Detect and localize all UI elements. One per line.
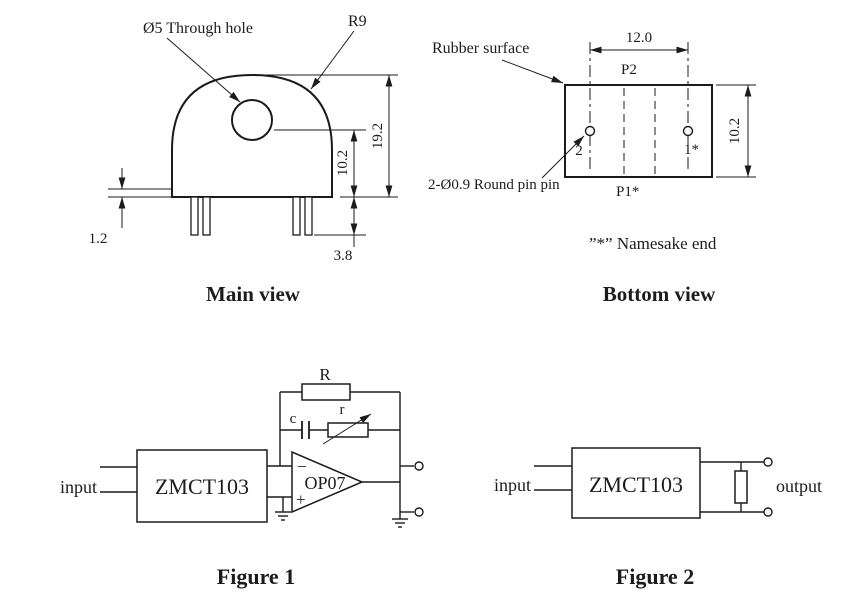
side-pins xyxy=(190,196,313,236)
dim-height-label: 10.2 xyxy=(727,118,743,144)
bottom-view-dimension-lines xyxy=(590,46,756,178)
figure-2: input ZMCT103 output Figure 2 xyxy=(494,447,822,589)
figure1-wires xyxy=(100,391,414,519)
feedback-resistor xyxy=(301,383,351,401)
center-lines xyxy=(589,42,689,174)
bottom-view-leader-lines xyxy=(501,59,585,179)
transformer-body-outline xyxy=(171,73,333,198)
figure1-caption: Figure 1 xyxy=(217,564,295,589)
dim-total-height-label: 19.2 xyxy=(370,123,386,149)
opamp-minus-sign: − xyxy=(297,457,307,476)
bottom-view: Rubber surface 12.0 P2 2 1* 2-Ø0.9 Round… xyxy=(428,30,756,306)
output-terminal-top xyxy=(414,461,424,471)
radius-label: R9 xyxy=(348,13,367,30)
through-hole-label: Ø5 Through hole xyxy=(143,20,253,37)
p2-label: P2 xyxy=(621,62,637,78)
through-hole xyxy=(231,99,273,141)
load-resistor xyxy=(734,470,748,504)
figure2-caption: Figure 2 xyxy=(616,564,694,589)
figure2-block-label: ZMCT103 xyxy=(589,472,683,497)
dim-pin-spacing-label: 12.0 xyxy=(626,30,652,46)
dim-step-label: 1.2 xyxy=(89,231,108,247)
figure1-block-label: ZMCT103 xyxy=(155,474,249,499)
trimmer-resistor-symbol xyxy=(322,413,372,445)
figure1-input-label: input xyxy=(60,477,97,497)
opamp-plus-sign: + xyxy=(296,490,306,509)
output-terminal-bottom xyxy=(414,507,424,517)
feedback-resistor-label: R xyxy=(319,365,331,384)
trimmer-label: r xyxy=(340,402,345,418)
bottom-view-body xyxy=(564,84,713,178)
ground-symbol-input xyxy=(275,511,291,521)
pin2-label: 2 xyxy=(575,143,583,159)
ground-symbol-output xyxy=(392,518,408,528)
zmct103-block xyxy=(136,449,268,523)
pin-1-circle xyxy=(682,125,694,137)
main-view-caption: Main view xyxy=(206,282,301,306)
figure2-wires xyxy=(534,461,764,513)
pin-2-circle xyxy=(584,125,596,137)
output-terminal-bottom-2 xyxy=(763,507,773,517)
dim-pin-length-label: 3.8 xyxy=(334,248,353,264)
bottom-view-caption: Bottom view xyxy=(603,282,716,306)
namesake-note: ”*” Namesake end xyxy=(589,234,717,253)
p1-label: P1* xyxy=(616,184,639,200)
opamp-triangle xyxy=(291,450,364,514)
figure2-input-label: input xyxy=(494,475,531,495)
capacitor-label: c xyxy=(290,411,297,427)
figure2-output-label: output xyxy=(776,476,822,496)
round-pin-note: 2-Ø0.9 Round pin pin xyxy=(428,177,560,193)
main-view-dimension-lines xyxy=(108,74,398,247)
figure-1: input ZMCT103 OP07 − + R c r Figure 1 xyxy=(60,365,424,589)
output-terminal-top-2 xyxy=(763,457,773,467)
dim-hole-height-label: 10.2 xyxy=(335,150,351,176)
main-view-leader-lines xyxy=(166,30,355,103)
opamp-label: OP07 xyxy=(304,473,345,493)
main-view: Ø5 Through hole R9 19.2 10.2 1.2 3.8 Mai… xyxy=(89,13,398,306)
pin1-label: 1* xyxy=(684,142,699,158)
zmct103-block-2 xyxy=(571,447,701,519)
capacitor-symbol xyxy=(301,421,310,439)
rubber-surface-label: Rubber surface xyxy=(432,40,529,57)
